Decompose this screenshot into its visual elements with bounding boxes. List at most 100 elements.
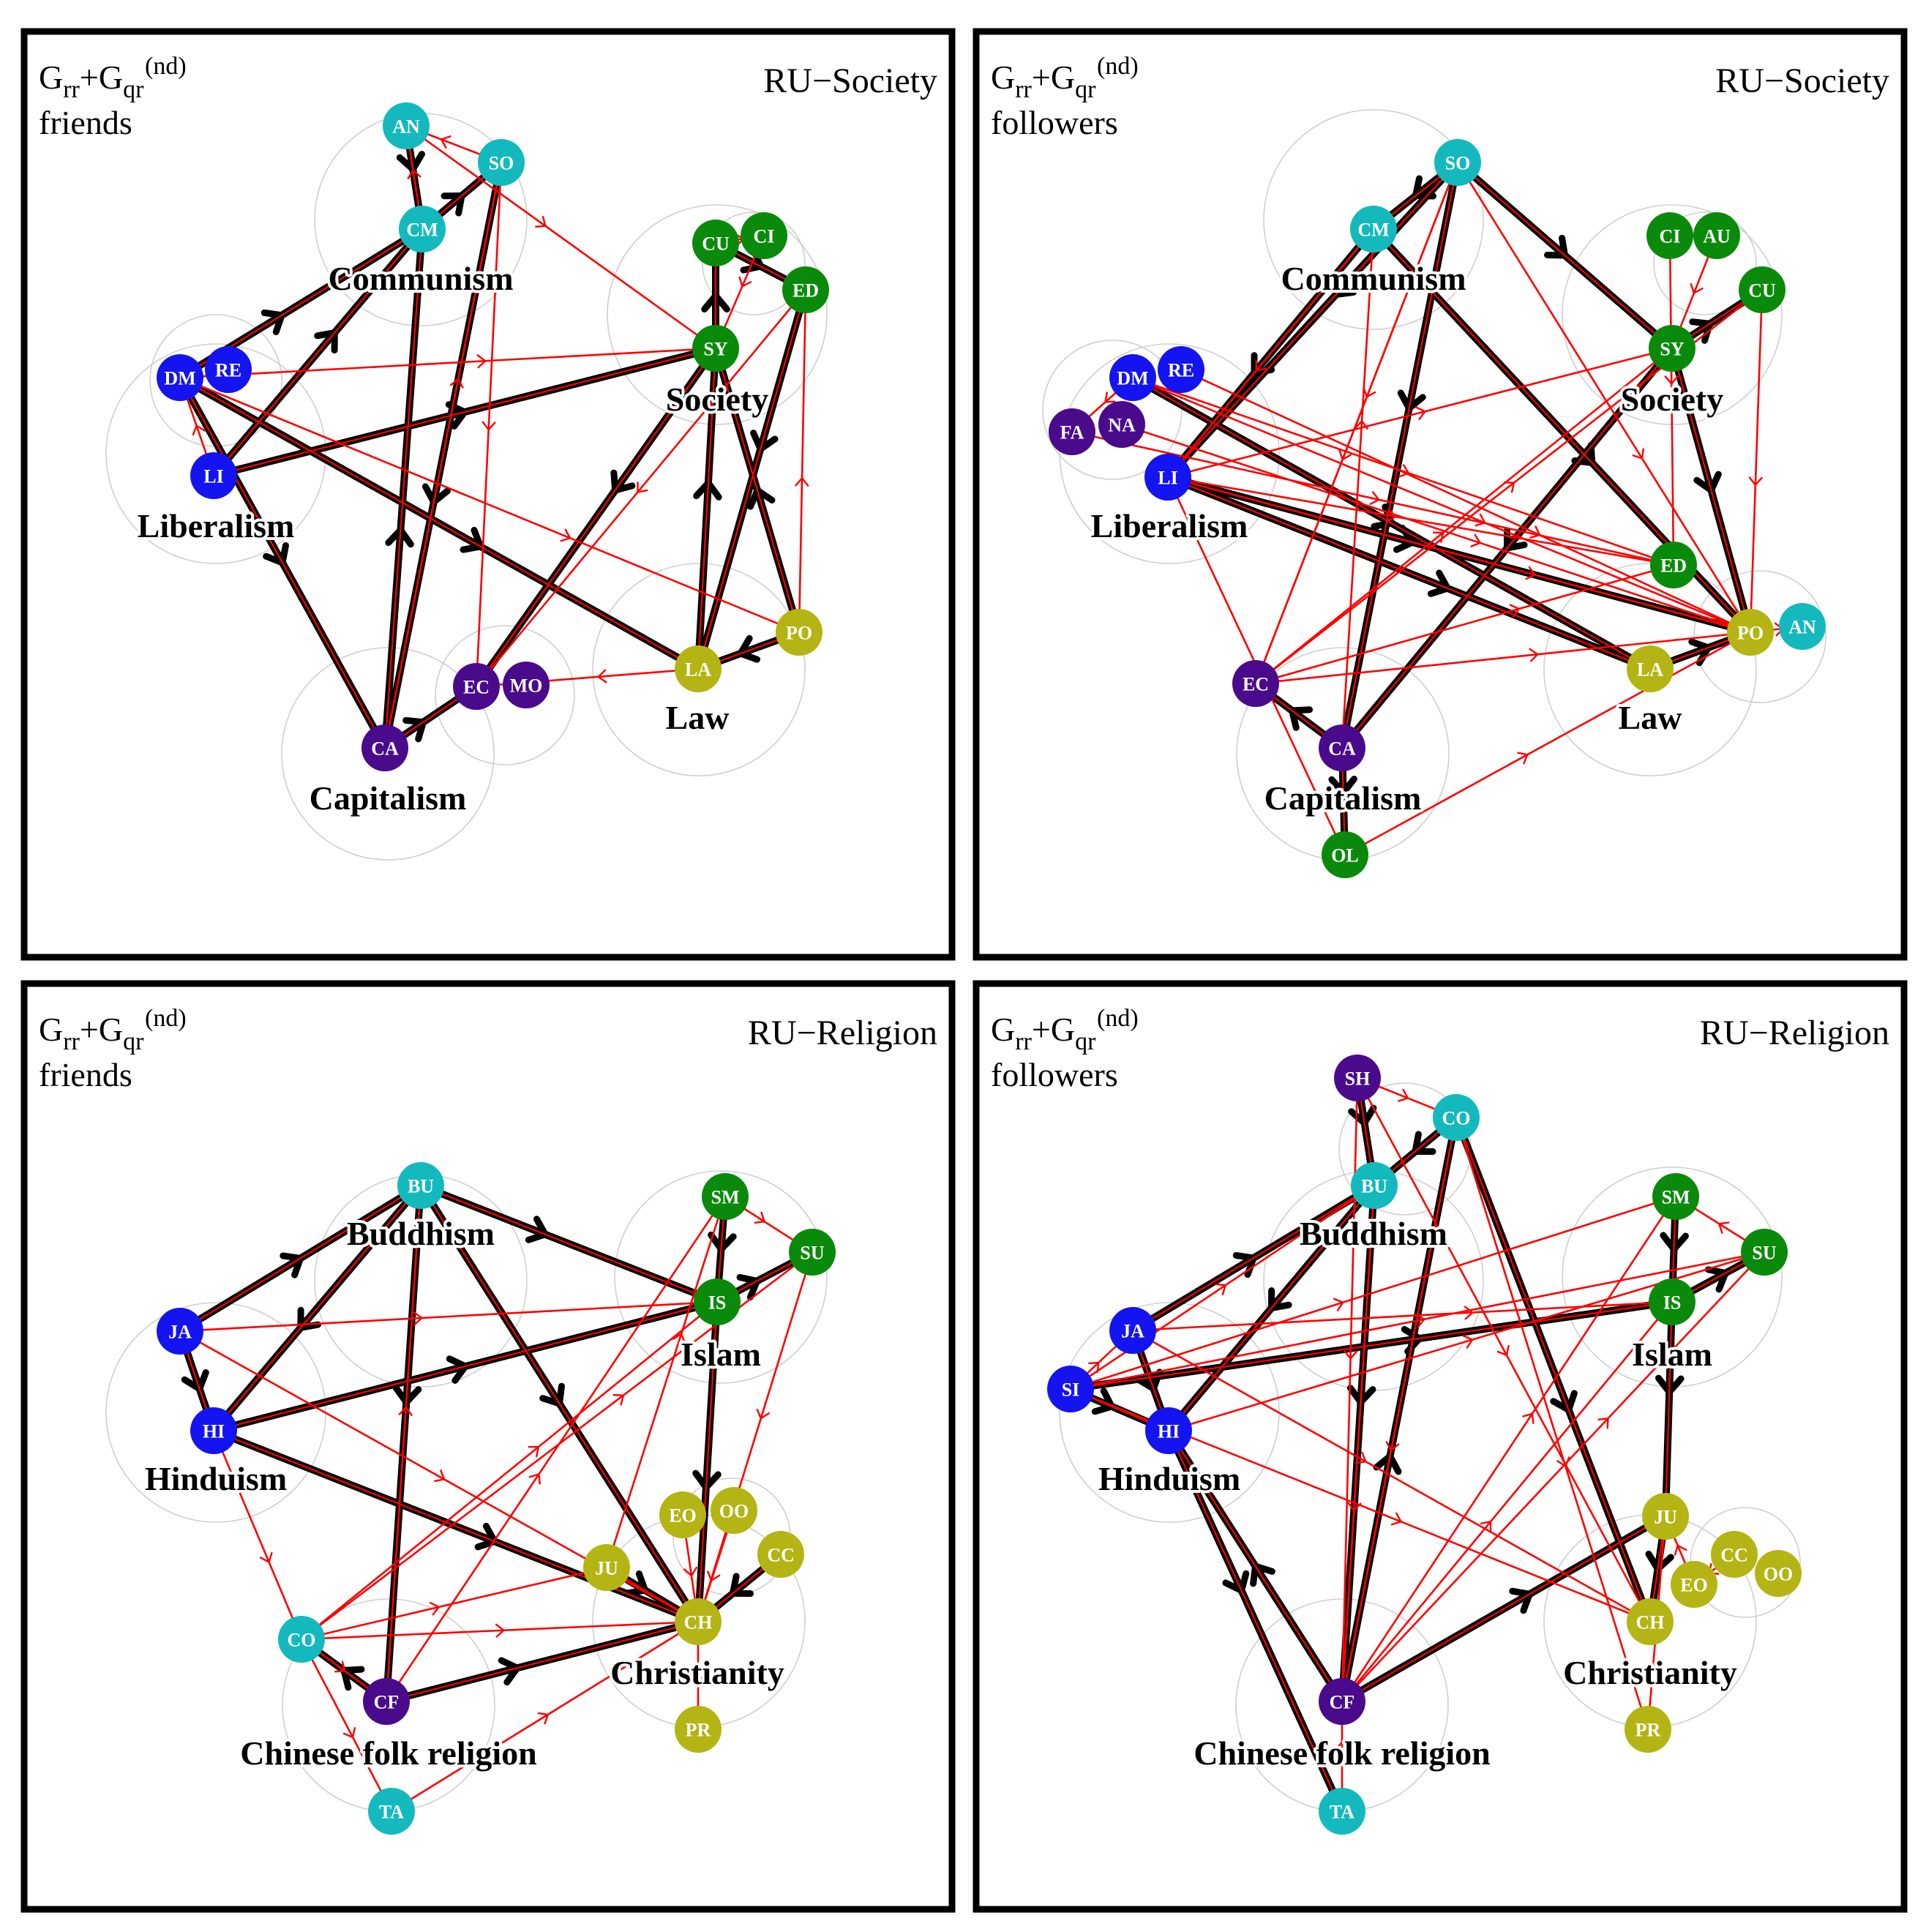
node-circle	[399, 206, 446, 252]
node-label: CH	[684, 1612, 713, 1633]
panel-religion-friends: Grr+Gqr(nd)friendsRU−ReligionBUSMSUISJAH…	[20, 980, 956, 1913]
node-label: PR	[1635, 1720, 1661, 1741]
group-label: Christianity	[610, 1654, 784, 1691]
node-circle	[190, 452, 237, 499]
red-overlay	[420, 1185, 699, 1622]
node-fa: FA	[1049, 408, 1095, 455]
node-sm: SM	[702, 1173, 749, 1220]
red-overlay	[1341, 1185, 1376, 1702]
formula-part: rr	[1015, 1028, 1032, 1055]
node-po: PO	[1727, 609, 1774, 656]
node-label: SU	[1752, 1243, 1776, 1264]
node-circle	[190, 1407, 237, 1454]
red-edge-CO-TA	[300, 1639, 393, 1812]
formula-part: rr	[63, 1028, 80, 1055]
node-circle	[675, 1598, 722, 1645]
node-eo: EO	[659, 1491, 706, 1538]
node-ju: JU	[583, 1544, 630, 1591]
node-label: LI	[1158, 468, 1177, 489]
node-si: SI	[1047, 1366, 1094, 1412]
node-circle	[1627, 645, 1674, 692]
red-edge-NA-PO	[1121, 423, 1751, 634]
red-overlay	[1341, 1117, 1458, 1702]
panel-tag: RU−Society	[763, 61, 937, 100]
node-dm: DM	[1109, 354, 1156, 401]
node-label: CA	[1328, 738, 1356, 760]
node-cm: CM	[399, 206, 446, 252]
node-label: EC	[463, 677, 490, 698]
red-arrow-head	[528, 1472, 541, 1485]
node-circle	[659, 1491, 706, 1538]
red-edge-SO-PO	[1456, 162, 1752, 633]
red-overlay	[1167, 476, 1651, 670]
node-is: IS	[694, 1278, 741, 1325]
red-arrow-head	[1503, 481, 1515, 493]
red-overlay	[213, 228, 423, 476]
node-co: CO	[278, 1616, 325, 1663]
red-arrow-head	[1355, 1451, 1367, 1464]
node-circle	[383, 102, 430, 149]
red-overlay	[1167, 228, 1374, 478]
red-arrow-head	[1597, 1417, 1609, 1429]
node-circle	[1671, 1561, 1717, 1608]
red-overlay	[1664, 1301, 1674, 1517]
red-arrow-head	[1522, 1412, 1535, 1424]
node-circle	[1727, 609, 1774, 656]
panel-frame	[973, 28, 1908, 961]
node-so: SO	[478, 139, 525, 186]
node-sh: SH	[1334, 1055, 1381, 1101]
node-ju: JU	[1642, 1493, 1689, 1540]
red-arrow-head	[495, 1623, 506, 1639]
node-cu: CU	[692, 220, 739, 266]
group-ring	[1042, 340, 1183, 480]
node-cm: CM	[1350, 206, 1397, 252]
group-ring	[702, 211, 806, 315]
node-ta: TA	[368, 1788, 415, 1835]
red-overlay	[476, 348, 716, 687]
formula-part: qr	[1075, 1028, 1096, 1055]
group-ring	[592, 563, 806, 776]
red-edge-CO-IS	[301, 1300, 718, 1641]
node-label: SY	[703, 339, 727, 360]
node-label: SM	[711, 1187, 740, 1208]
red-arrow-head	[1338, 449, 1352, 461]
red-arrow-head	[259, 1551, 273, 1564]
red-arrow-head	[1398, 463, 1410, 478]
node-au: AU	[1693, 212, 1740, 259]
red-overlay	[213, 347, 716, 477]
red-edge-FA-ED	[1071, 430, 1674, 566]
red-arrow-head	[1690, 282, 1704, 295]
red-edge-LI-SY	[1167, 347, 1673, 479]
panel-subtitle: followers	[991, 104, 1118, 141]
red-edge-EC-PO	[1255, 631, 1751, 685]
red-edge-CU-PO	[1749, 289, 1764, 633]
node-label: EO	[669, 1505, 697, 1527]
formula-superscript: (nd)	[145, 53, 187, 80]
node-ja: JA	[157, 1308, 203, 1355]
red-arrow-head	[683, 1566, 698, 1578]
node-label: OO	[719, 1501, 749, 1522]
node-circle	[1779, 603, 1826, 650]
red-arrow-head	[535, 215, 547, 228]
node-so: SO	[1434, 139, 1481, 186]
group-label: Law	[1619, 699, 1682, 736]
red-overlay	[1132, 1185, 1375, 1331]
group-ring	[281, 647, 495, 861]
node-circle	[789, 1229, 836, 1276]
node-circle	[675, 1706, 722, 1753]
node-label: SI	[1062, 1379, 1080, 1401]
node-label: TA	[379, 1802, 404, 1823]
node-label: LA	[685, 659, 711, 681]
red-arrow-head	[754, 1211, 766, 1224]
group-label: Chinese folk religion	[240, 1734, 537, 1772]
node-circle	[397, 1162, 444, 1209]
node-hi: HI	[1145, 1407, 1192, 1454]
red-edge-ED-EC	[475, 289, 807, 687]
red-edge-DM-PO	[179, 376, 800, 634]
red-edge-SH-CH	[1356, 1077, 1652, 1622]
red-overlay	[1341, 348, 1673, 749]
red-overlay	[385, 1185, 422, 1702]
